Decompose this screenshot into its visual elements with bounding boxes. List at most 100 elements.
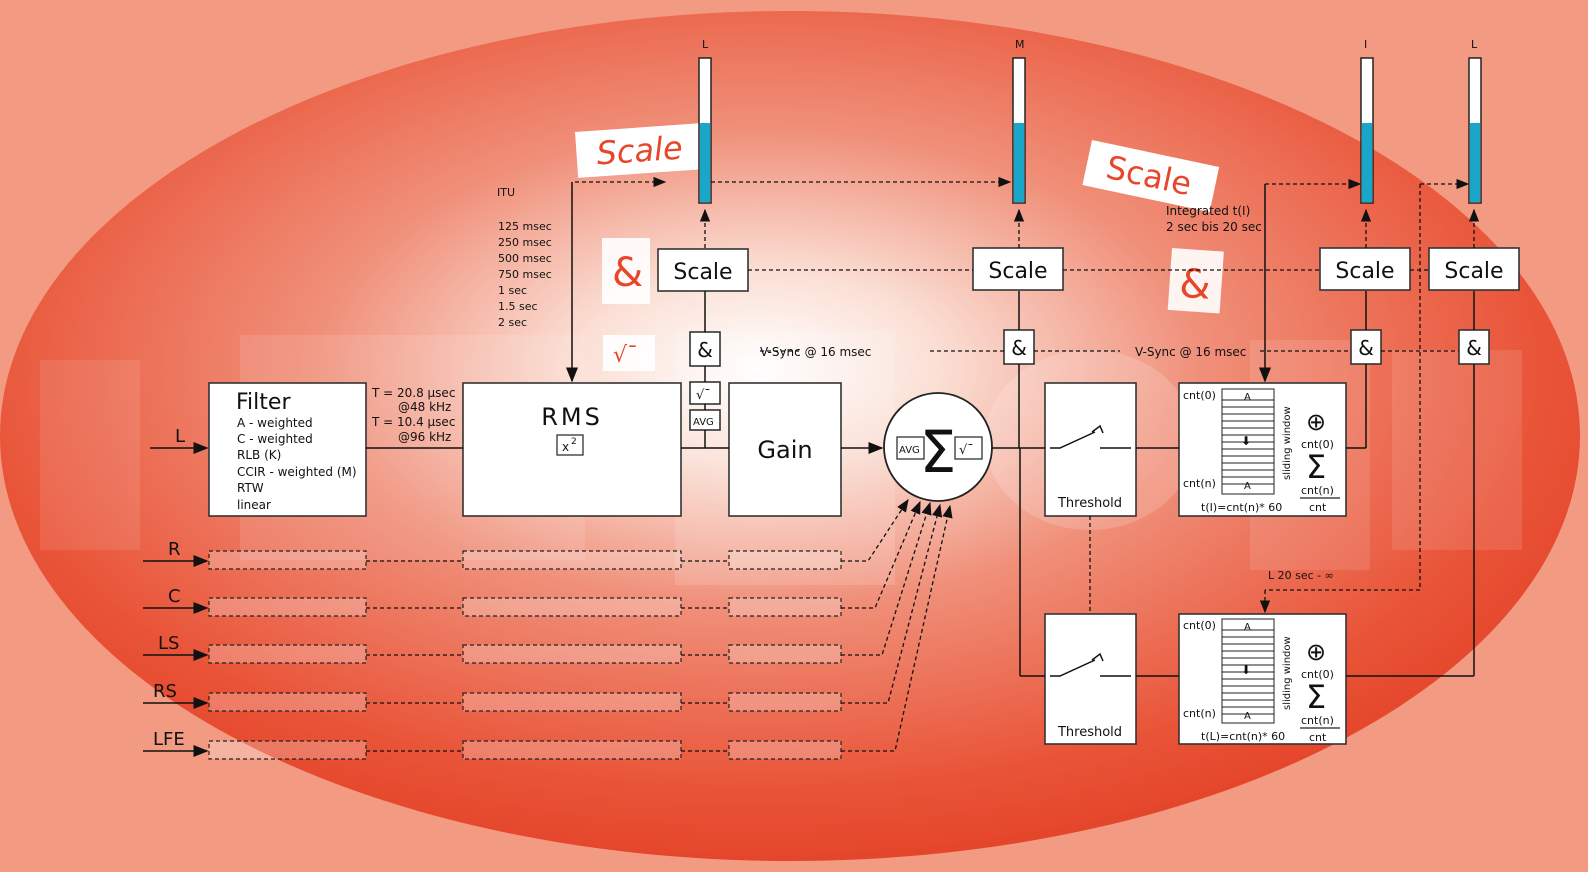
channel-lfe-label: LFE bbox=[153, 729, 185, 750]
small-avg-box: AVG bbox=[689, 409, 721, 431]
meter-1-level bbox=[700, 123, 710, 202]
vsync-label-2: V-Sync @ 16 msec bbox=[1135, 345, 1246, 359]
gain-box: Gain bbox=[728, 382, 842, 517]
svg-text:L: L bbox=[702, 38, 709, 51]
svg-text:t(I)=cnt(n)* 60: t(I)=cnt(n)* 60 bbox=[1201, 501, 1282, 514]
sliding-window-lower: cnt(0) A ⬇ cnt(n) A sliding window ⊕ cnt… bbox=[1178, 613, 1347, 745]
svg-text:⊕: ⊕ bbox=[1306, 638, 1326, 666]
svg-text:Scale: Scale bbox=[1335, 259, 1394, 284]
svg-text:Σ: Σ bbox=[1306, 448, 1326, 486]
channel-r-label: R bbox=[168, 539, 181, 560]
channel-rs-label: RS bbox=[153, 681, 177, 702]
svg-text:Scale: Scale bbox=[1444, 259, 1503, 284]
and-box-1: & bbox=[689, 331, 721, 367]
filter-box: Filter A - weighted C - weighted RLB (K)… bbox=[208, 382, 367, 517]
svg-text:250 msec: 250 msec bbox=[498, 236, 552, 249]
sliding-window-upper: cnt(0) A ⬇ cnt(n) A sliding window ⊕ cnt… bbox=[1178, 382, 1347, 517]
svg-text:AVG: AVG bbox=[899, 445, 920, 456]
svg-text:M: M bbox=[1015, 38, 1025, 51]
svg-text:cnt(0): cnt(0) bbox=[1301, 668, 1334, 681]
svg-text:cnt(0): cnt(0) bbox=[1183, 619, 1216, 632]
meter-3-level bbox=[1362, 123, 1372, 202]
svg-text:&: & bbox=[612, 250, 643, 296]
svg-text:RTW: RTW bbox=[237, 481, 264, 495]
svg-text:Scale: Scale bbox=[673, 260, 732, 285]
svg-text:√¯: √¯ bbox=[696, 388, 711, 403]
svg-text:RMS: RMS bbox=[541, 403, 603, 431]
svg-text:⊕: ⊕ bbox=[1306, 408, 1326, 436]
and-box-4: & bbox=[1458, 329, 1490, 365]
meter-2: M bbox=[1012, 38, 1026, 204]
svg-text:&: & bbox=[1466, 336, 1482, 360]
svg-text:Filter: Filter bbox=[236, 390, 291, 415]
signal-wires bbox=[150, 182, 1475, 677]
svg-text:Scale: Scale bbox=[595, 129, 684, 173]
svg-text:@96 kHz: @96 kHz bbox=[398, 430, 451, 444]
svg-text:2: 2 bbox=[571, 437, 577, 447]
svg-text:L: L bbox=[1471, 38, 1478, 51]
meter-2-level bbox=[1014, 123, 1024, 202]
meter-3: I bbox=[1360, 38, 1374, 204]
itu-times: ITU 125 msec 250 msec 500 msec 750 msec … bbox=[497, 186, 552, 329]
svg-text:&: & bbox=[697, 338, 713, 362]
svg-text:T = 20.8 µsec: T = 20.8 µsec bbox=[371, 386, 455, 400]
svg-text:cnt(0): cnt(0) bbox=[1183, 389, 1216, 402]
meter-1: L bbox=[698, 38, 712, 204]
sum-node: AVG Σ √¯ bbox=[883, 392, 993, 502]
svg-text:&: & bbox=[1011, 336, 1027, 360]
svg-text:A: A bbox=[1244, 392, 1251, 403]
svg-text:sliding window: sliding window bbox=[1282, 636, 1293, 710]
threshold-box-upper: Threshold bbox=[1044, 382, 1137, 517]
and-box-3: & bbox=[1350, 329, 1382, 365]
small-root-box: √¯ bbox=[689, 381, 721, 405]
svg-text:125 msec: 125 msec bbox=[498, 220, 552, 233]
filter-rate-labels: T = 20.8 µsec @48 kHz T = 10.4 µsec @96 … bbox=[371, 386, 455, 444]
scale-box-1: Scale bbox=[657, 248, 749, 292]
svg-text:cnt(n): cnt(n) bbox=[1183, 707, 1216, 720]
svg-text:2 sec: 2 sec bbox=[498, 316, 527, 329]
svg-text:I: I bbox=[1364, 38, 1367, 51]
rms-box: RMS x 2 bbox=[462, 382, 682, 517]
svg-text:RLB (K): RLB (K) bbox=[237, 448, 281, 462]
svg-text:cnt(n): cnt(n) bbox=[1183, 477, 1216, 490]
svg-text:AVG: AVG bbox=[693, 417, 714, 428]
and-box-2: & bbox=[1003, 329, 1035, 365]
svg-text:ITU: ITU bbox=[497, 186, 515, 199]
svg-text:√¯: √¯ bbox=[613, 343, 638, 368]
and-sign-right: & bbox=[1167, 248, 1224, 314]
threshold-box-lower: Threshold bbox=[1044, 613, 1137, 745]
svg-text:1 sec: 1 sec bbox=[498, 284, 527, 297]
svg-text:Σ: Σ bbox=[920, 418, 957, 486]
dashed-wires bbox=[575, 176, 1480, 614]
range-label: L 20 sec - ∞ bbox=[1268, 569, 1334, 582]
svg-text:Integrated t(I): Integrated t(I) bbox=[1166, 204, 1250, 218]
svg-text:⬇: ⬇ bbox=[1241, 434, 1251, 448]
svg-text:T = 10.4 µsec: T = 10.4 µsec bbox=[371, 415, 455, 429]
svg-text:A: A bbox=[1244, 481, 1251, 492]
svg-text:√¯: √¯ bbox=[959, 443, 974, 458]
svg-text:1.5 sec: 1.5 sec bbox=[498, 300, 538, 313]
svg-text:750 msec: 750 msec bbox=[498, 268, 552, 281]
svg-text:Threshold: Threshold bbox=[1057, 725, 1122, 740]
svg-text:A: A bbox=[1244, 622, 1251, 633]
channel-labels: L R C LS RS LFE bbox=[153, 426, 185, 750]
scale-box-2: Scale bbox=[972, 247, 1064, 291]
svg-text:⬇: ⬇ bbox=[1241, 663, 1251, 677]
svg-text:Scale: Scale bbox=[988, 259, 1047, 284]
integrated-label: Integrated t(I) 2 sec bis 20 sec bbox=[1166, 204, 1262, 234]
svg-text:Σ: Σ bbox=[1306, 678, 1326, 716]
svg-text:cnt(n): cnt(n) bbox=[1301, 714, 1334, 727]
svg-text:Gain: Gain bbox=[757, 436, 812, 464]
svg-text:@48 kHz: @48 kHz bbox=[398, 400, 451, 414]
meter-4: L bbox=[1468, 38, 1482, 204]
svg-text:CCIR - weighted (M): CCIR - weighted (M) bbox=[237, 465, 357, 479]
svg-text:2 sec bis 20 sec: 2 sec bis 20 sec bbox=[1166, 220, 1262, 234]
svg-text:&: & bbox=[1358, 336, 1374, 360]
svg-text:cnt(0): cnt(0) bbox=[1301, 438, 1334, 451]
meter-4-level bbox=[1470, 123, 1480, 202]
svg-text:t(L)=cnt(n)* 60: t(L)=cnt(n)* 60 bbox=[1201, 730, 1285, 743]
svg-text:Threshold: Threshold bbox=[1057, 496, 1122, 511]
svg-text:A: A bbox=[1244, 711, 1251, 722]
